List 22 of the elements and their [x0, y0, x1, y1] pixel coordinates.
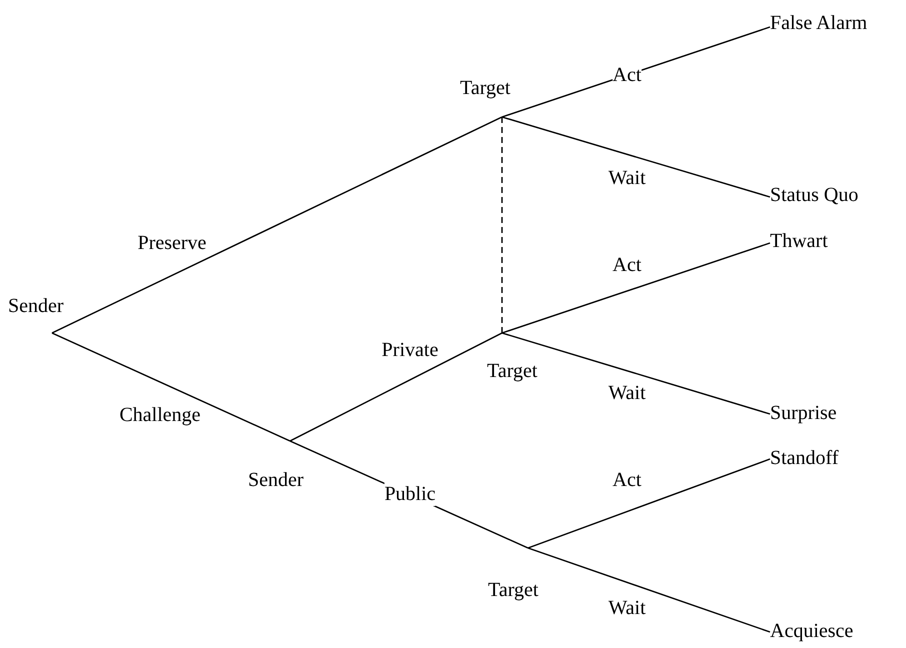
branch-line	[502, 242, 770, 334]
player-label: Sender	[8, 294, 64, 318]
outcome-label: Status Quo	[770, 183, 858, 207]
player-label: Sender	[248, 468, 304, 492]
player-label: Target	[488, 578, 538, 602]
player-label: Target	[460, 76, 510, 100]
branch-line	[502, 332, 770, 415]
branch-line	[502, 26, 770, 118]
dashed-line	[501, 117, 503, 333]
branch-line	[502, 116, 770, 198]
branch-line	[290, 332, 502, 442]
edge-label: Public	[384, 482, 436, 506]
player-label: Target	[487, 359, 538, 383]
outcome-label: False Alarm	[770, 11, 868, 35]
outcome-label: Acquiesce	[770, 619, 854, 643]
branch-line	[52, 116, 502, 334]
outcome-label: Thwart	[770, 229, 828, 253]
branch-line	[52, 332, 290, 442]
branch-line	[528, 547, 770, 633]
outcome-label: Standoff	[770, 446, 839, 470]
outcome-label: Surprise	[770, 401, 837, 425]
branch-line	[528, 458, 770, 549]
